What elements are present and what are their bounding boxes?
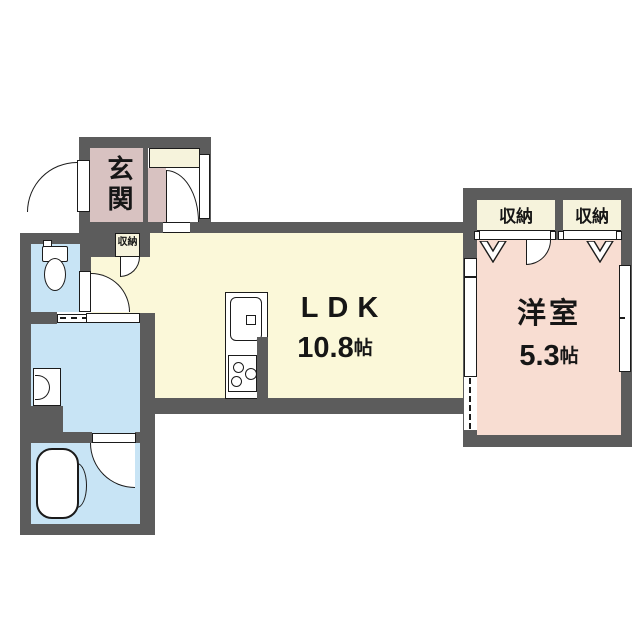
western-room-label: 洋室 — [516, 297, 581, 330]
wall-segment — [143, 148, 148, 222]
kitchen-wall-stub — [257, 337, 268, 399]
window — [199, 154, 210, 219]
door-jamb — [550, 231, 556, 240]
stove-burner — [245, 368, 257, 380]
western-room-size-unit: 帖 — [559, 345, 579, 367]
door-jamb — [616, 231, 622, 240]
door-jamb — [558, 231, 564, 240]
wall-segment — [140, 313, 155, 535]
ldk-floor-lower — [155, 313, 463, 398]
wall-segment — [79, 222, 477, 233]
toilet-door-leaf — [79, 271, 91, 312]
closet-front — [477, 230, 555, 240]
folding-door-icon — [586, 241, 614, 263]
closet-left-floor — [477, 200, 555, 232]
ldk-floor-upper — [91, 233, 463, 313]
wall-segment — [91, 233, 115, 257]
western-room-floor — [477, 240, 621, 435]
wall-segment — [79, 137, 211, 148]
wall-segment — [144, 398, 477, 414]
door-jamb — [474, 231, 480, 240]
wall-segment — [79, 206, 90, 233]
folding-door-icon — [479, 241, 507, 263]
stove-burner — [233, 362, 244, 373]
wall-segment — [20, 233, 31, 535]
closet-right-floor — [563, 200, 621, 232]
sliding-track-dashes — [469, 378, 471, 429]
wall-segment — [80, 233, 91, 273]
doorway-opening — [163, 222, 190, 233]
wall-segment — [79, 137, 90, 163]
partition-window — [464, 258, 477, 377]
wall-segment — [31, 312, 57, 324]
genkan-floor — [90, 148, 148, 222]
partition-window-tick — [464, 276, 477, 278]
western-room-size-value: 5.3 — [519, 339, 560, 372]
toilet-bowl — [44, 258, 66, 291]
ldk-size-value: 10.8 — [297, 331, 354, 364]
wall-segment — [463, 435, 632, 447]
wall-segment — [140, 233, 150, 257]
hall-closet-floor — [115, 233, 140, 257]
ldk-size-unit: 帖 — [353, 337, 373, 359]
wall-segment — [20, 233, 91, 244]
closet-left-label: 収納 — [499, 206, 533, 226]
wall-segment — [135, 432, 155, 443]
entrance-door-leaf — [77, 160, 90, 212]
sliding-door-panel — [86, 313, 140, 323]
shoe-cabinet — [149, 148, 200, 168]
sliding-door-dashes — [60, 317, 88, 319]
wall-segment — [20, 406, 63, 443]
wall-segment — [20, 524, 155, 535]
entrance-door-swing — [27, 162, 77, 212]
closet-front — [563, 230, 621, 240]
entry-hall-floor-strip — [148, 168, 166, 222]
window-tick — [619, 317, 625, 319]
genkan-label: 玄関 — [104, 155, 134, 215]
hall-closet-label: 収納 — [117, 237, 138, 248]
kitchen-faucet — [246, 315, 256, 325]
wall-segment — [463, 188, 632, 200]
closet-right-label: 収納 — [575, 206, 609, 226]
ldk-label: LDK — [300, 291, 388, 324]
stove-burner — [231, 376, 242, 387]
bathroom-door-leaf — [92, 433, 136, 443]
bathtub — [36, 448, 79, 519]
wall-segment — [555, 200, 563, 240]
wall-segment — [63, 432, 92, 443]
